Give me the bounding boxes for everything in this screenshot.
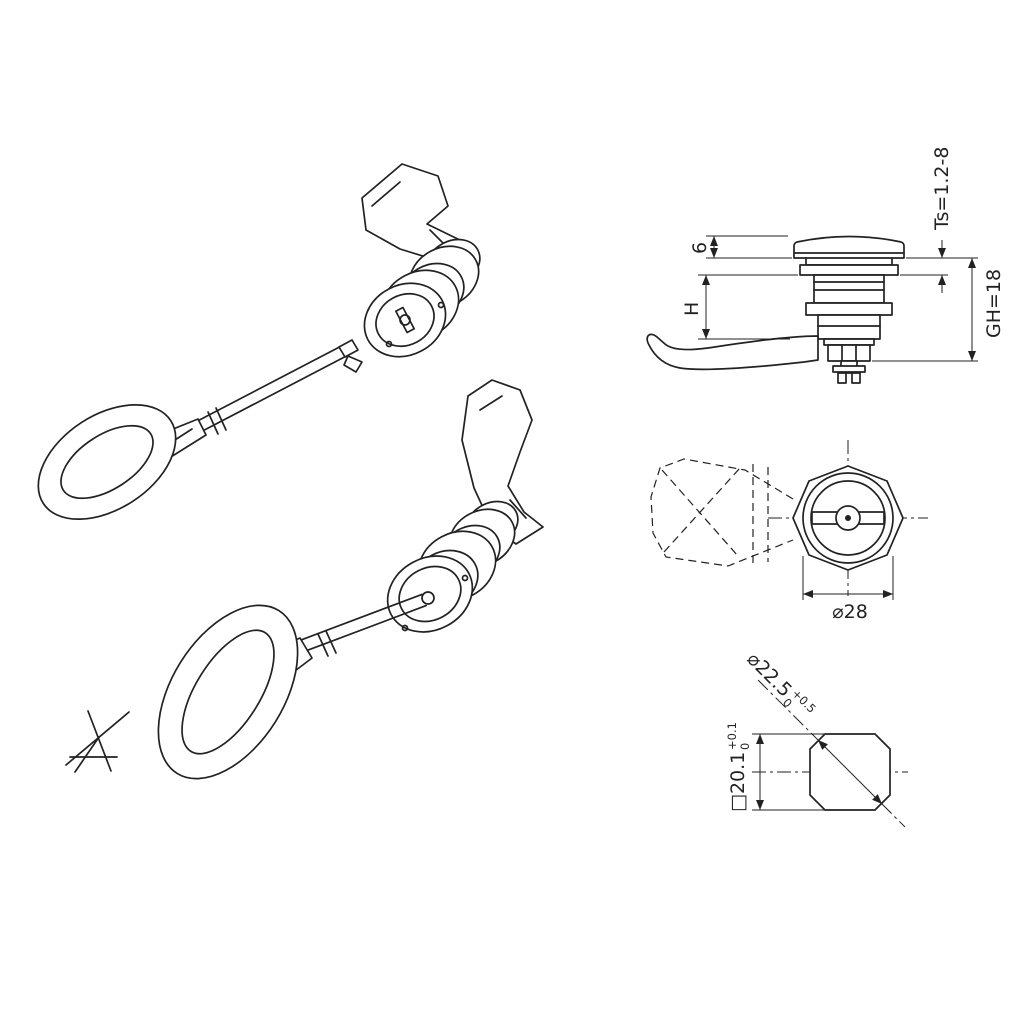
dim-label-cutout-square-tol-lower: 0 bbox=[738, 743, 752, 750]
dim-panel-thickness: Ts=1.2-8 bbox=[900, 147, 978, 293]
cross-pin bbox=[832, 365, 866, 373]
front-view: ⌀28 bbox=[650, 440, 928, 623]
neck bbox=[805, 257, 893, 266]
dim-label-cutout-square: □20.1 bbox=[727, 752, 749, 812]
cap-circle bbox=[802, 472, 894, 564]
dim-grip-height: GH=18 bbox=[872, 258, 1005, 362]
washer bbox=[799, 264, 899, 276]
dim-label-head-diameter: ⌀28 bbox=[832, 601, 868, 623]
screw-dot bbox=[461, 574, 469, 582]
iso-view-lock-and-key bbox=[361, 163, 481, 358]
cutout-detail: ⌀22.5 +0.5 0 □20.1 +0.1 0 bbox=[725, 648, 908, 828]
cam-wing bbox=[461, 379, 544, 545]
dim-label-cutout-square-tol-upper: +0.1 bbox=[725, 722, 739, 750]
body-upper bbox=[813, 274, 885, 304]
screw-dot bbox=[385, 340, 393, 348]
screw-dot bbox=[401, 624, 409, 632]
lock-face-inner bbox=[398, 565, 462, 623]
body-lower bbox=[817, 314, 881, 340]
cap bbox=[793, 235, 905, 259]
nut bbox=[827, 344, 871, 362]
screw-dot bbox=[437, 301, 445, 309]
dim-label-h: H bbox=[681, 302, 703, 316]
dim-h: H bbox=[681, 274, 798, 340]
dim-cutout-diameter: ⌀22.5 +0.5 0 bbox=[742, 648, 818, 716]
lock-face-inner bbox=[375, 292, 435, 348]
key-shaft bbox=[299, 593, 423, 642]
dim-head-diameter: ⌀28 bbox=[802, 556, 894, 623]
flange bbox=[805, 302, 893, 316]
dim-label-cutout-diameter: ⌀22.5 bbox=[742, 648, 796, 702]
key-bow-hole bbox=[60, 424, 154, 500]
dim-cutout-square: □20.1 +0.1 0 bbox=[725, 722, 825, 812]
key-shaft bbox=[196, 346, 341, 422]
dim-label-panel-thickness: Ts=1.2-8 bbox=[931, 147, 953, 231]
dim-cap-height: 6 bbox=[689, 235, 792, 259]
iso-key-inserted bbox=[157, 593, 427, 780]
key-bow-hole bbox=[181, 629, 275, 755]
cam-lever bbox=[646, 333, 819, 371]
center-dot bbox=[845, 515, 851, 521]
cam-wing bbox=[361, 163, 469, 266]
cam-ghost-outline bbox=[650, 458, 794, 567]
iso-view-lock-with-key bbox=[386, 379, 544, 633]
projection-symbol bbox=[65, 710, 130, 773]
inner-circle bbox=[810, 480, 886, 556]
dim-label-cap-height: 6 bbox=[689, 242, 711, 254]
side-view: 6 H Ts=1.2-8 GH=18 bbox=[646, 147, 1005, 384]
iso-key-loose bbox=[37, 339, 363, 521]
dim-label-grip-height: GH=18 bbox=[983, 269, 1005, 338]
key-bit bbox=[338, 339, 359, 358]
